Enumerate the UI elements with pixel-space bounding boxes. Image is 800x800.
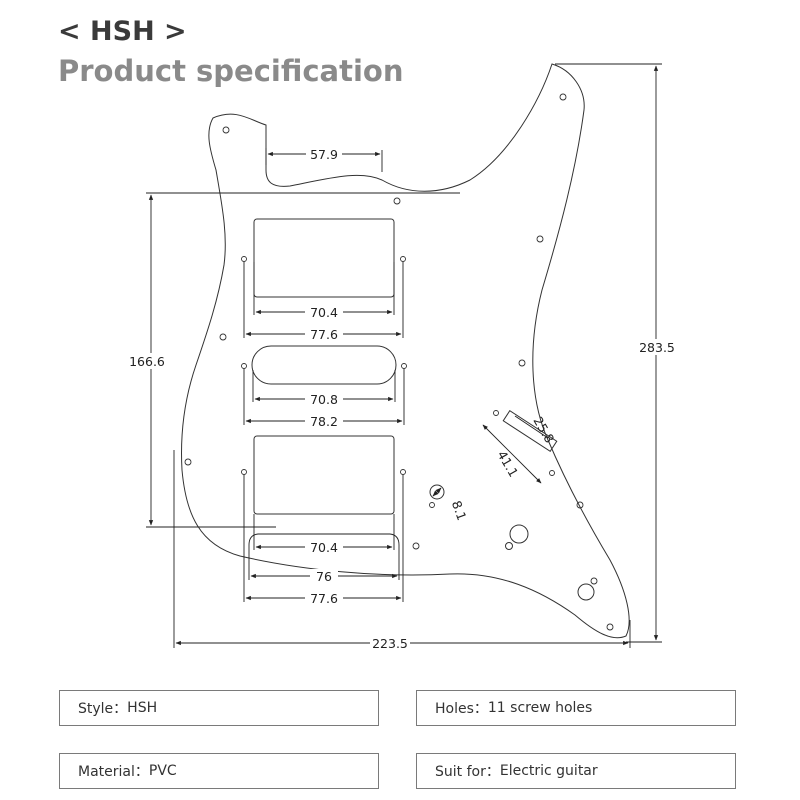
dim-switch-span: 41.1 (494, 448, 521, 480)
hole-diameter-indicator (429, 484, 445, 500)
spec-holes: Holes： 11 screw holes (416, 690, 736, 726)
bridge-humbucker-cutout (253, 435, 395, 515)
mount-hole (549, 470, 555, 476)
spec-style-label: Style： (78, 701, 128, 717)
screw-hole (393, 197, 401, 205)
single-coil-cutout (251, 345, 397, 385)
dim-humbucker2-outer: 77.6 (310, 591, 338, 606)
neck-humbucker-cutout (253, 218, 395, 298)
screw-hole (219, 333, 227, 341)
screw-hole (590, 577, 598, 585)
dim-top-width: 57.9 (310, 147, 338, 162)
screw-hole (412, 542, 420, 550)
dim-humbucker2-inner: 70.4 (310, 540, 338, 555)
jack-hole (577, 583, 595, 601)
screw-hole (559, 93, 567, 101)
page-title: Product specification (58, 54, 404, 88)
spec-suit-value: Electric guitar (499, 763, 598, 779)
dim-total-width: 223.5 (372, 636, 408, 651)
pot-hole-small (505, 542, 513, 550)
spec-material-label: Material： (78, 764, 149, 780)
dim-single-outer: 78.2 (310, 414, 338, 429)
spec-holes-label: Holes： (435, 701, 488, 717)
screw-hole (518, 359, 526, 367)
screw-hole (576, 501, 584, 509)
spec-material: Material： PVC (59, 753, 379, 789)
dim-total-height: 283.5 (639, 340, 675, 355)
spec-material-value: PVC (148, 763, 177, 779)
spec-style-value: HSH (127, 700, 158, 716)
dim-single-inner: 70.8 (310, 392, 338, 407)
mount-hole (241, 363, 247, 369)
screw-hole (222, 126, 230, 134)
dim-humbucker1-inner: 70.4 (310, 305, 338, 320)
pickguard-outline (181, 63, 630, 639)
dim-humbucker1-outer: 77.6 (310, 327, 338, 342)
mount-hole (400, 256, 406, 262)
screw-hole (429, 502, 435, 508)
screw-hole (184, 458, 192, 466)
mount-hole (400, 469, 406, 475)
pot-hole (509, 524, 529, 544)
screw-hole (536, 235, 544, 243)
mount-hole (241, 256, 247, 262)
spec-holes-value: 11 screw holes (487, 700, 593, 716)
spec-style: Style： HSH (59, 690, 379, 726)
screw-holes (184, 93, 614, 631)
mount-hole (493, 410, 499, 416)
mount-hole (401, 363, 407, 369)
spec-suit-label: Suit for： (435, 764, 500, 780)
mount-hole (241, 469, 247, 475)
dim-humbucker2-mid: 76 (316, 569, 332, 584)
screw-hole (606, 623, 614, 631)
spec-suit-for: Suit for： Electric guitar (416, 753, 736, 789)
dim-hole-diameter: 8.1 (449, 499, 470, 523)
model-heading: < HSH > (58, 16, 187, 47)
dim-pickup-span: 166.6 (129, 354, 165, 369)
